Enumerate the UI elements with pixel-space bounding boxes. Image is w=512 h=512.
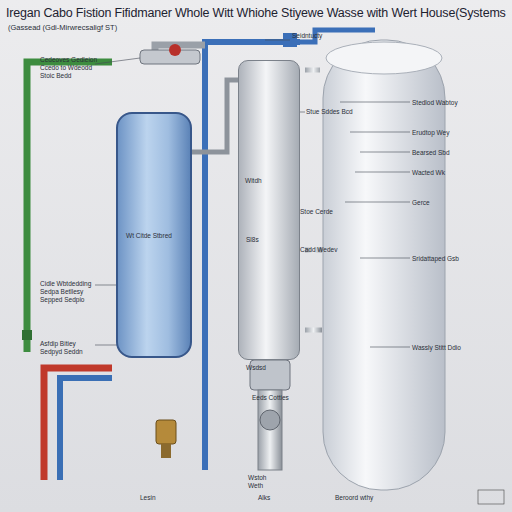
part-label: Eeds Cotties — [252, 394, 289, 401]
treatment-column: Witdh — [238, 60, 300, 360]
filter-tank: Wt Citde Stbred — [116, 112, 192, 358]
part-label: Wassly Stitt Ddio — [412, 344, 461, 351]
part-label: Sedpyd Seddn — [40, 348, 83, 355]
part-label: Wacted Wk — [412, 169, 445, 176]
part-label: Weth — [248, 482, 263, 489]
part-label: Sepped Sedpio — [40, 296, 84, 303]
part-label: Beroord wthy — [335, 494, 373, 501]
tank-label: Wt Citde Stbred — [126, 232, 186, 239]
subtitle: (Gassead (Gdi-Mirwrecsaligf ST) — [8, 24, 117, 31]
tank-top — [326, 42, 442, 74]
green-pipe — [27, 62, 112, 352]
part-label: Lesin — [140, 494, 156, 501]
part-label: Stue Sddes Bcd — [306, 108, 353, 115]
part-label: Bearsed Sbd — [412, 149, 450, 156]
part-label: Alks — [258, 494, 270, 501]
part-label: Cadd Wedev — [300, 246, 337, 253]
part-label: Wstoh — [248, 474, 266, 481]
tank-label: Witdh — [245, 177, 295, 184]
part-label: Asfdip Bitiey — [40, 340, 76, 347]
part-label: Stoe Cerde — [300, 208, 333, 215]
red-pipe — [44, 368, 112, 480]
part-label: Sl8s — [246, 236, 259, 243]
valve-knob — [169, 44, 181, 56]
pipe-fitting — [22, 330, 32, 340]
part-label: Cedeoves Gedleion — [40, 56, 97, 63]
part-label: Stedlod Wabtoy — [412, 99, 458, 106]
part-label: Wsdsd — [246, 364, 266, 371]
part-label: Cidle Wbtdedding — [40, 280, 91, 287]
blue-pipe — [60, 378, 112, 480]
part-label: Stoic Bedd — [40, 72, 71, 79]
connecting-pipe — [192, 80, 238, 152]
pump-motor — [260, 410, 280, 430]
part-label: Sedpa Betllesy — [40, 288, 83, 295]
logo-mark — [478, 490, 504, 504]
steel-pipe — [225, 60, 231, 490]
pump-column — [258, 390, 282, 470]
storage-tank — [323, 40, 445, 490]
part-label: Seidntucty — [292, 32, 322, 39]
steel-pipe — [210, 80, 215, 470]
part-label: Ccedo to Wdeodd — [40, 64, 92, 71]
brass-valve — [161, 444, 171, 458]
part-label: Erudtop Wey — [412, 129, 449, 136]
part-label: Gerce — [412, 199, 430, 206]
brass-valve — [156, 420, 176, 444]
blue-pipe — [205, 42, 300, 470]
title: Iregan Cabo Fistion Fifidmaner Whole Wit… — [6, 6, 506, 20]
part-label: Sridattaped Gsb — [412, 255, 459, 262]
